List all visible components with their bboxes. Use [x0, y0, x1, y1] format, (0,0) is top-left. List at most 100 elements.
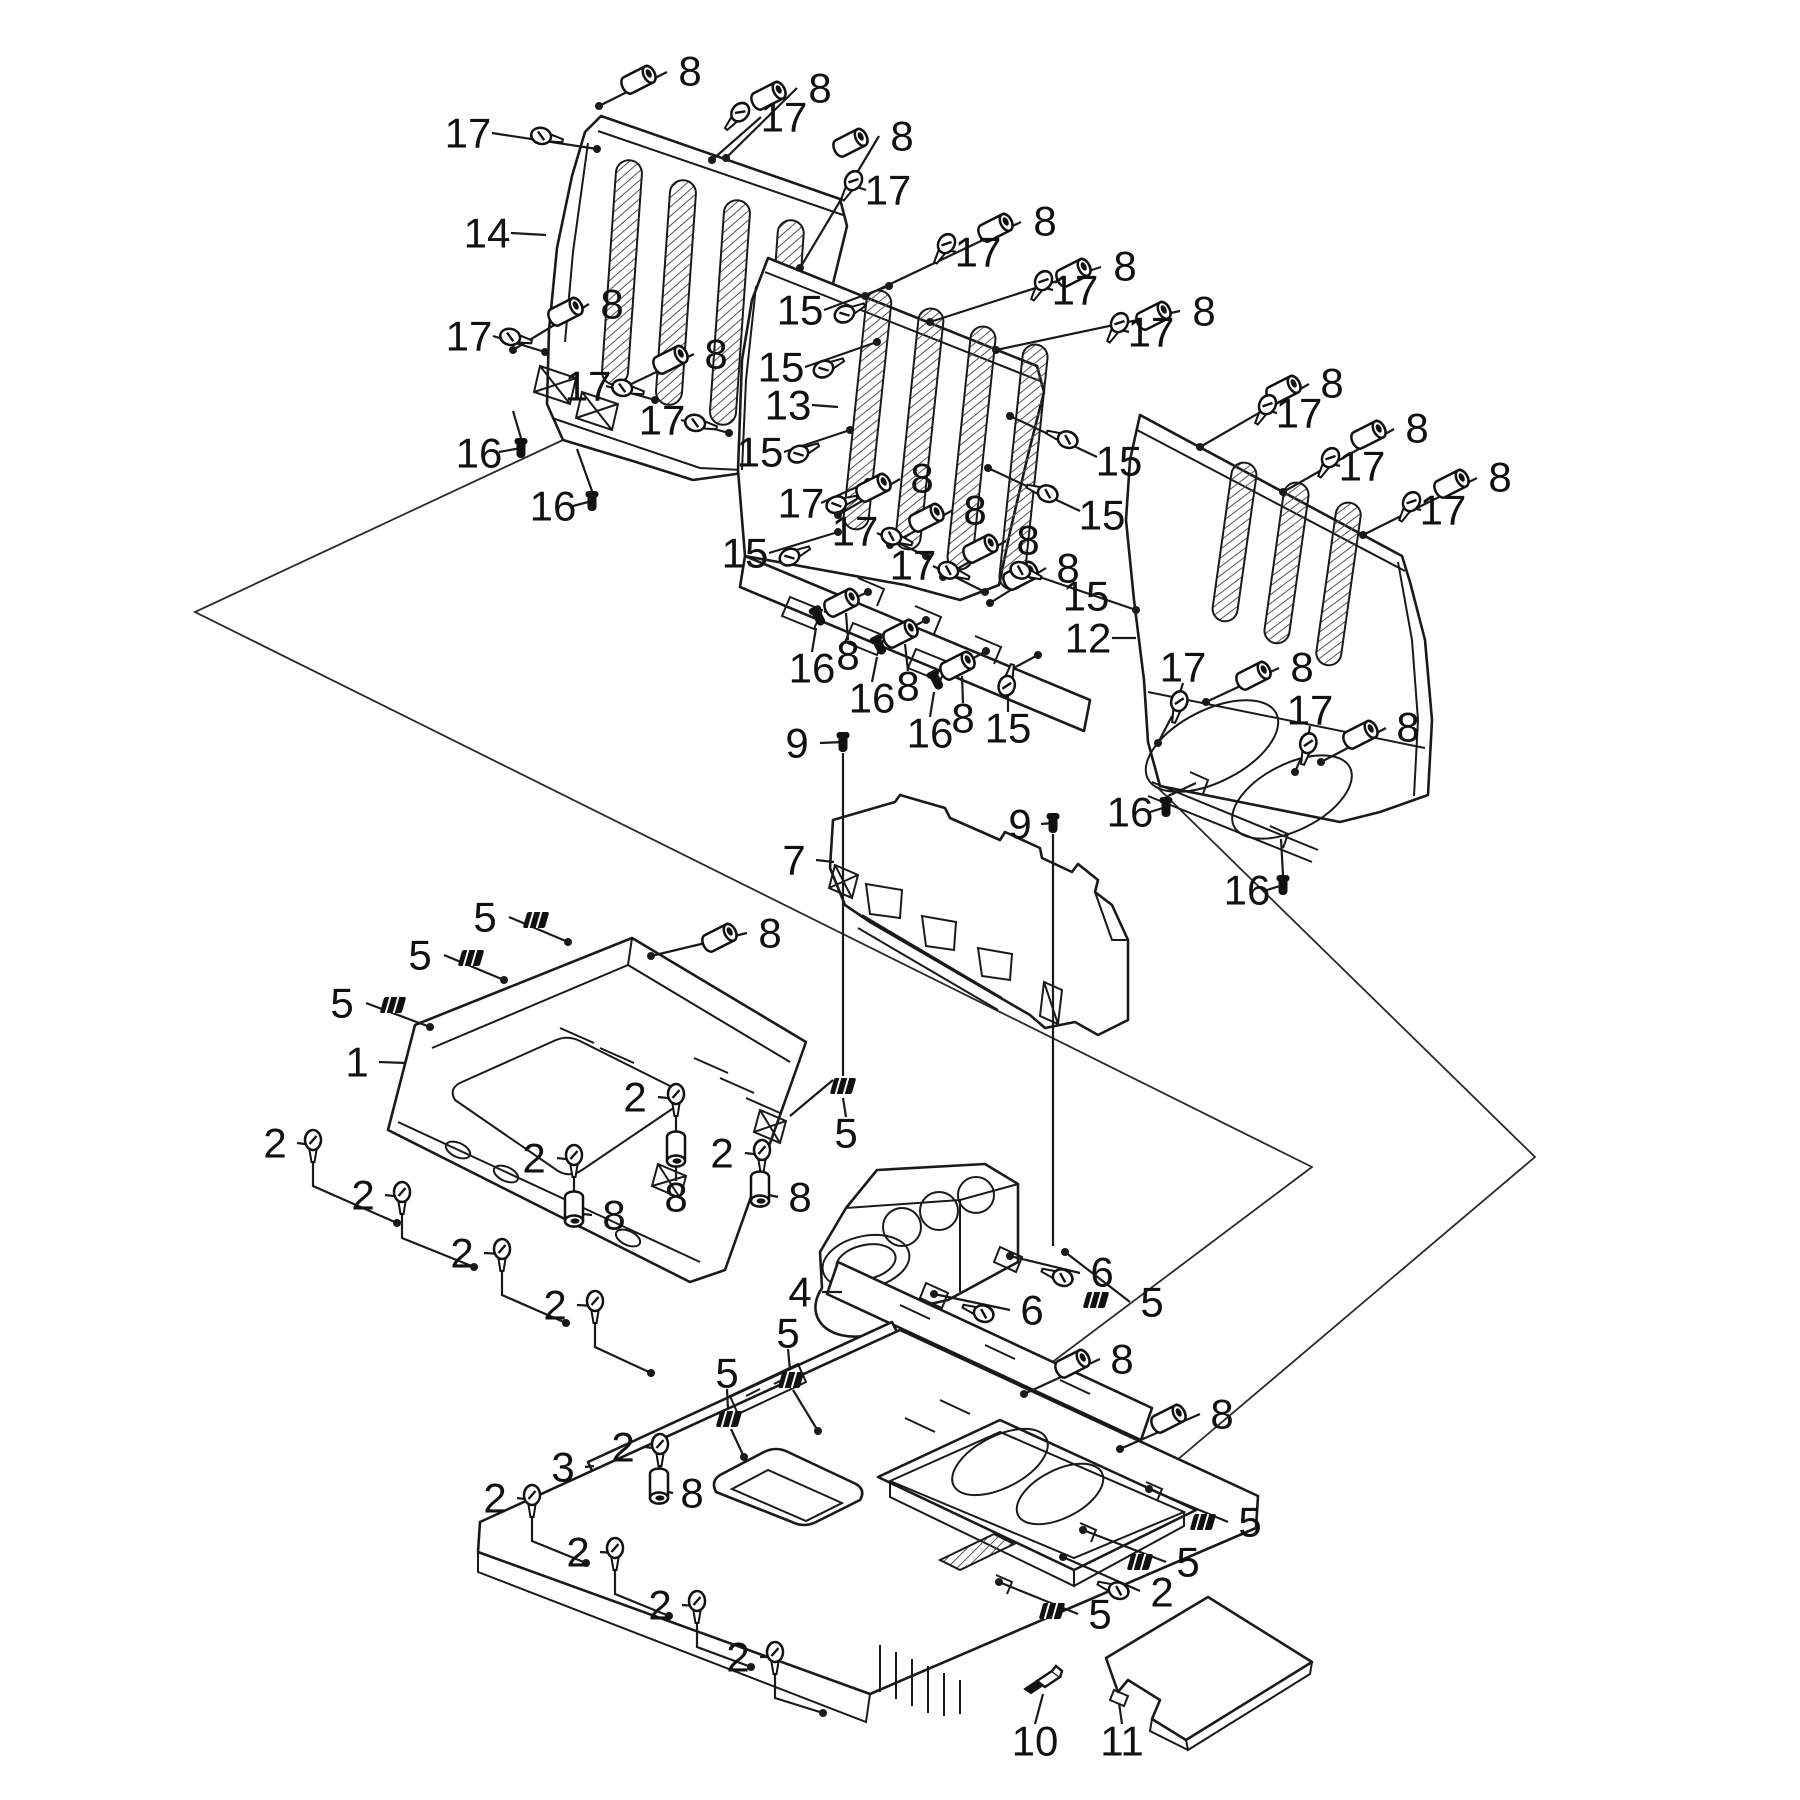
- bushing-icon: [617, 62, 660, 98]
- callout-7: 7: [782, 837, 835, 884]
- callout-2: 2: [543, 1282, 655, 1377]
- part-10-key: [1023, 1664, 1064, 1695]
- callout-label: 15: [777, 287, 824, 334]
- callout-label: 15: [1063, 573, 1110, 620]
- bushing-icon: [665, 1130, 687, 1168]
- leader-line: [1279, 838, 1285, 876]
- leader-line: [841, 1097, 848, 1118]
- leader-dot: [509, 346, 517, 354]
- leader-line: [1062, 1555, 1141, 1593]
- leader-dot: [562, 1319, 570, 1327]
- clip-icon: [1081, 1291, 1111, 1309]
- callout-label: 8: [1290, 644, 1313, 691]
- callout-label: 11: [1100, 1718, 1144, 1765]
- flange-tab: [857, 577, 1003, 665]
- leader-line: [811, 403, 839, 409]
- callout-8: 8: [1196, 360, 1344, 451]
- bushing-icon: [563, 1190, 585, 1228]
- lip-tab: [1189, 771, 1290, 849]
- callout-label: 9: [1008, 801, 1031, 848]
- leader-dot: [595, 102, 603, 110]
- callout-16: 16: [1107, 782, 1197, 836]
- leader-line: [1064, 1251, 1131, 1303]
- callout-label: 16: [530, 483, 577, 530]
- leader-dot: [986, 599, 994, 607]
- clip-icon: [378, 996, 408, 1014]
- latch: [752, 1108, 788, 1145]
- leader-line: [1165, 782, 1197, 798]
- leader-dot: [1079, 1526, 1087, 1534]
- leader-line: [789, 1079, 834, 1117]
- callout-label: 8: [1113, 243, 1136, 290]
- callout-2: 2: [648, 1582, 755, 1671]
- leader-line: [1009, 1254, 1081, 1275]
- leader-line: [823, 284, 890, 312]
- mount-tab: [532, 364, 578, 406]
- part-1-upper-tray: [386, 936, 808, 1284]
- callout-17: 17: [1287, 687, 1333, 776]
- callout-6: 6: [930, 1287, 1044, 1334]
- callout-8: 8: [834, 455, 934, 519]
- leader-dot: [992, 346, 1000, 354]
- callout-8: 8: [986, 545, 1080, 607]
- callout-label: 8: [963, 487, 986, 534]
- callout-15: 15: [758, 338, 881, 391]
- callout-2: 2: [726, 1634, 827, 1717]
- callout-8: 8: [1020, 1336, 1134, 1398]
- callout-16: 16: [907, 647, 990, 757]
- callout-label: 8: [1210, 1391, 1233, 1438]
- callout-label: 2: [611, 1424, 634, 1471]
- callout-label: 17: [1160, 644, 1207, 691]
- callout-10: 10: [1012, 1693, 1058, 1765]
- callout-17: 17: [1311, 443, 1385, 490]
- pin-icon: [585, 491, 599, 511]
- leader-line: [1157, 715, 1173, 744]
- callout-label: 5: [1140, 1279, 1163, 1326]
- screw-icon: [528, 124, 566, 150]
- leader-line: [593, 1320, 652, 1374]
- leader-dot: [647, 952, 655, 960]
- callout-label: 2: [566, 1529, 589, 1576]
- callout-17: 17: [832, 508, 930, 560]
- callout-label: 17: [639, 397, 686, 444]
- callout-5: 5: [789, 1077, 858, 1157]
- callout-15: 15: [777, 282, 893, 334]
- leader-line: [725, 1388, 730, 1410]
- leader-dot: [1359, 531, 1367, 539]
- leader-line: [810, 627, 818, 653]
- callout-5: 5: [330, 980, 434, 1031]
- callout-label: 16: [849, 675, 896, 722]
- callout-label: 8: [890, 113, 913, 160]
- leader-dot: [814, 1427, 822, 1435]
- screw-icon: [303, 1128, 323, 1164]
- bushing-icon: [698, 920, 741, 956]
- leader-line: [311, 1159, 398, 1225]
- callout-label: 2: [710, 1130, 733, 1177]
- leader-line: [711, 116, 762, 161]
- callout-8: 8: [1116, 1391, 1234, 1453]
- leader-line: [773, 1671, 824, 1715]
- callout-label: 8: [1396, 704, 1419, 751]
- callout-label: 15: [758, 344, 805, 391]
- screw-icon: [585, 1289, 605, 1325]
- callout-label: 4: [788, 1269, 811, 1316]
- clip-icon: [1125, 1553, 1155, 1571]
- part-11-lid: [1104, 1595, 1314, 1752]
- callout-label: 17: [955, 229, 1002, 276]
- callout-15: 15: [1006, 412, 1142, 485]
- callout-label: 17: [890, 542, 937, 589]
- leader-line: [695, 1620, 752, 1669]
- callout-label: 17: [1128, 309, 1175, 356]
- callout-5: 5: [1079, 1526, 1200, 1586]
- leader-line: [511, 410, 523, 439]
- leader-line: [792, 1389, 819, 1432]
- callout-label: 7: [782, 837, 805, 884]
- part-7-bracket: [827, 793, 1130, 1037]
- callout-label: 8: [808, 65, 831, 112]
- callout-5: 5: [776, 1310, 822, 1435]
- callout-label: 8: [788, 1174, 811, 1221]
- callout-label: 1: [345, 1039, 368, 1086]
- callout-16: 16: [456, 410, 528, 477]
- callout-label: 16: [907, 710, 954, 757]
